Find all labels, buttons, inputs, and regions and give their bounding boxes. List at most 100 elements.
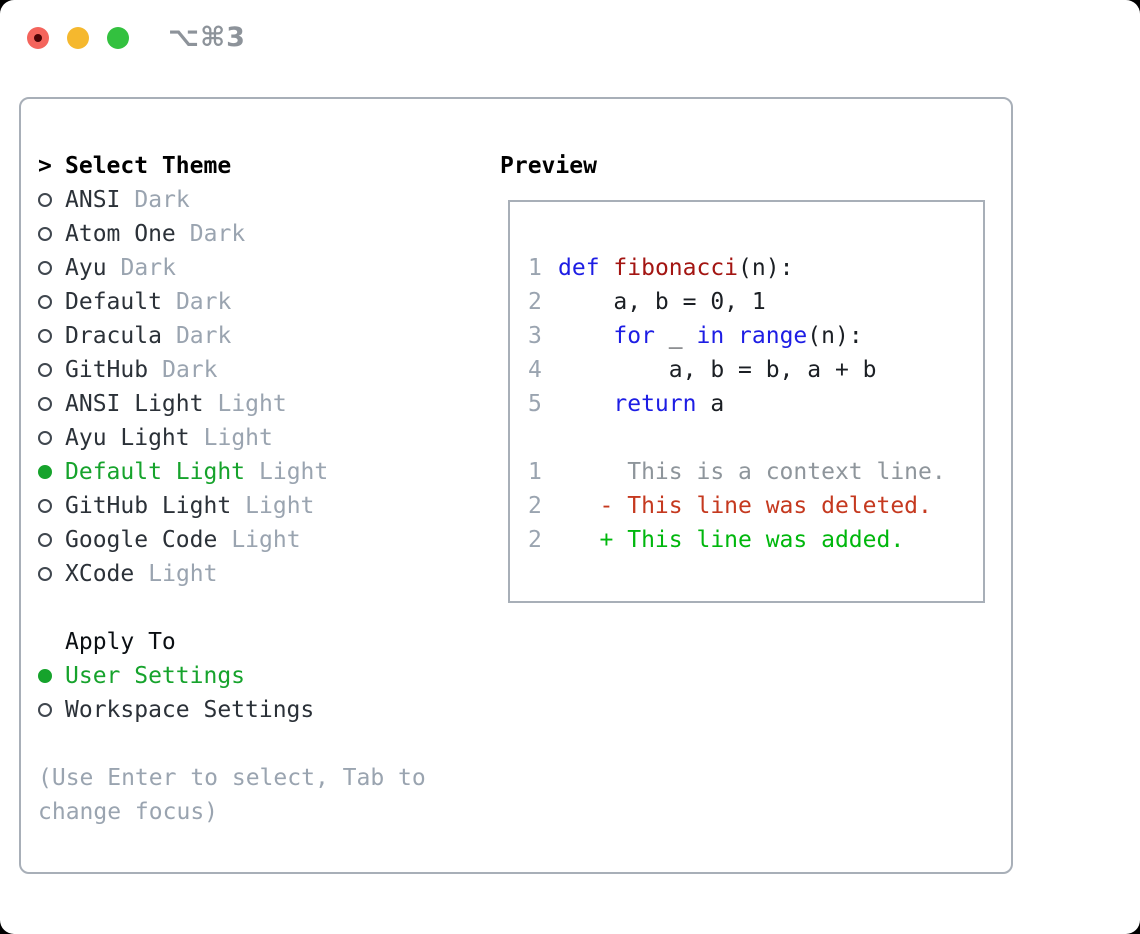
radio-icon: [38, 567, 52, 581]
theme-option[interactable]: Ayu Dark: [38, 251, 472, 285]
code-token: a: [696, 391, 725, 417]
line-number: 2: [528, 289, 542, 315]
theme-name: ANSI Light: [65, 391, 204, 417]
line-number: 1: [528, 459, 542, 485]
apply-to-label: User Settings: [65, 663, 246, 689]
line-content: a, b = b, a + b: [558, 353, 877, 387]
code-line: 1 def fibonacci(n):: [528, 251, 983, 285]
spacer: [38, 591, 472, 625]
theme-name: Default Light: [65, 459, 246, 485]
code-token: range: [738, 323, 808, 349]
code-line: 2 a, b = 0, 1: [528, 285, 983, 319]
code-token: [558, 323, 613, 349]
line-content: def fibonacci(n):: [558, 251, 793, 285]
theme-variant: Light: [231, 527, 301, 553]
radio-icon: [38, 431, 52, 445]
theme-option[interactable]: XCode Light: [38, 557, 472, 591]
line-number: 3: [528, 323, 542, 349]
window-title-shortcut: ⌥⌘3: [168, 22, 246, 53]
apply-to-label: Workspace Settings: [65, 697, 315, 723]
theme-option[interactable]: Default Dark: [38, 285, 472, 319]
line-content: + This line was added.: [558, 523, 905, 557]
line-number: 1: [528, 255, 542, 281]
spacer: [38, 727, 472, 761]
zoom-button[interactable]: [107, 27, 129, 49]
theme-option[interactable]: Default Light Light: [38, 455, 472, 489]
code-token: [558, 391, 613, 417]
theme-option[interactable]: Google Code Light: [38, 523, 472, 557]
theme-variant: Dark: [175, 289, 232, 315]
theme-name: Ayu Light: [65, 425, 190, 451]
theme-option[interactable]: GitHub Light Light: [38, 489, 472, 523]
theme-variant: Light: [217, 391, 287, 417]
theme-variant: Dark: [175, 323, 232, 349]
code-token: _: [654, 323, 697, 349]
code-token: in: [696, 323, 725, 349]
code-line: 3 for _ in range(n):: [528, 319, 983, 353]
radio-icon: [38, 261, 52, 275]
theme-variant: Light: [245, 493, 315, 519]
theme-name: XCode: [65, 561, 135, 587]
code-token: - This line was deleted.: [558, 493, 932, 519]
minimize-button[interactable]: [67, 27, 89, 49]
code-line: 1 This is a context line.: [528, 455, 983, 489]
line-content: return a: [558, 387, 724, 421]
theme-variant: Light: [148, 561, 218, 587]
close-dot-icon: [34, 34, 42, 42]
apply-to-title: Apply To: [65, 629, 176, 655]
radio-icon: [38, 669, 52, 683]
code-line: [528, 421, 983, 455]
line-content: for _ in range(n):: [558, 319, 863, 353]
theme-variant: Dark: [134, 187, 190, 213]
window-controls: [27, 27, 129, 49]
apply-to-option[interactable]: Workspace Settings: [38, 693, 472, 727]
line-content: This is a context line.: [558, 455, 946, 489]
radio-icon: [38, 397, 52, 411]
prompt-icon: >: [38, 153, 52, 179]
code-token: def: [558, 255, 600, 281]
apply-to-header: Apply To: [38, 625, 472, 659]
theme-variant: Dark: [120, 255, 176, 281]
code-token: (n):: [738, 255, 794, 281]
radio-icon: [38, 295, 52, 309]
radio-icon: [38, 329, 52, 343]
radio-icon: [38, 703, 52, 717]
code-line: 5 return a: [528, 387, 983, 421]
theme-name: Atom One: [65, 221, 176, 247]
line-number: 2: [528, 527, 542, 553]
theme-name: Default: [65, 289, 162, 315]
code-token: fibonacci: [613, 255, 739, 281]
line-content: a, b = 0, 1: [558, 285, 766, 319]
theme-option[interactable]: ANSI Light Light: [38, 387, 472, 421]
code-line: 2 + This line was added.: [528, 523, 983, 557]
close-button[interactable]: [27, 27, 49, 49]
preview-title: Preview: [500, 153, 597, 179]
radio-icon: [38, 533, 52, 547]
help-text: (Use Enter to select, Tab to change focu…: [38, 765, 426, 825]
code-token: [724, 323, 738, 349]
select-theme-header: > Select Theme: [38, 149, 472, 183]
code-token: (n):: [807, 323, 863, 349]
theme-variant: Dark: [162, 357, 218, 383]
theme-name: GitHub Light: [65, 493, 232, 519]
theme-variant: Light: [259, 459, 329, 485]
radio-icon: [38, 465, 52, 479]
radio-icon: [38, 499, 52, 513]
line-number: 4: [528, 357, 542, 383]
theme-name: Ayu: [65, 255, 107, 281]
apply-to-option[interactable]: User Settings: [38, 659, 472, 693]
code-line: 2 - This line was deleted.: [528, 489, 983, 523]
code-token: a, b = 0, 1: [558, 289, 766, 315]
theme-name: Google Code: [65, 527, 218, 553]
